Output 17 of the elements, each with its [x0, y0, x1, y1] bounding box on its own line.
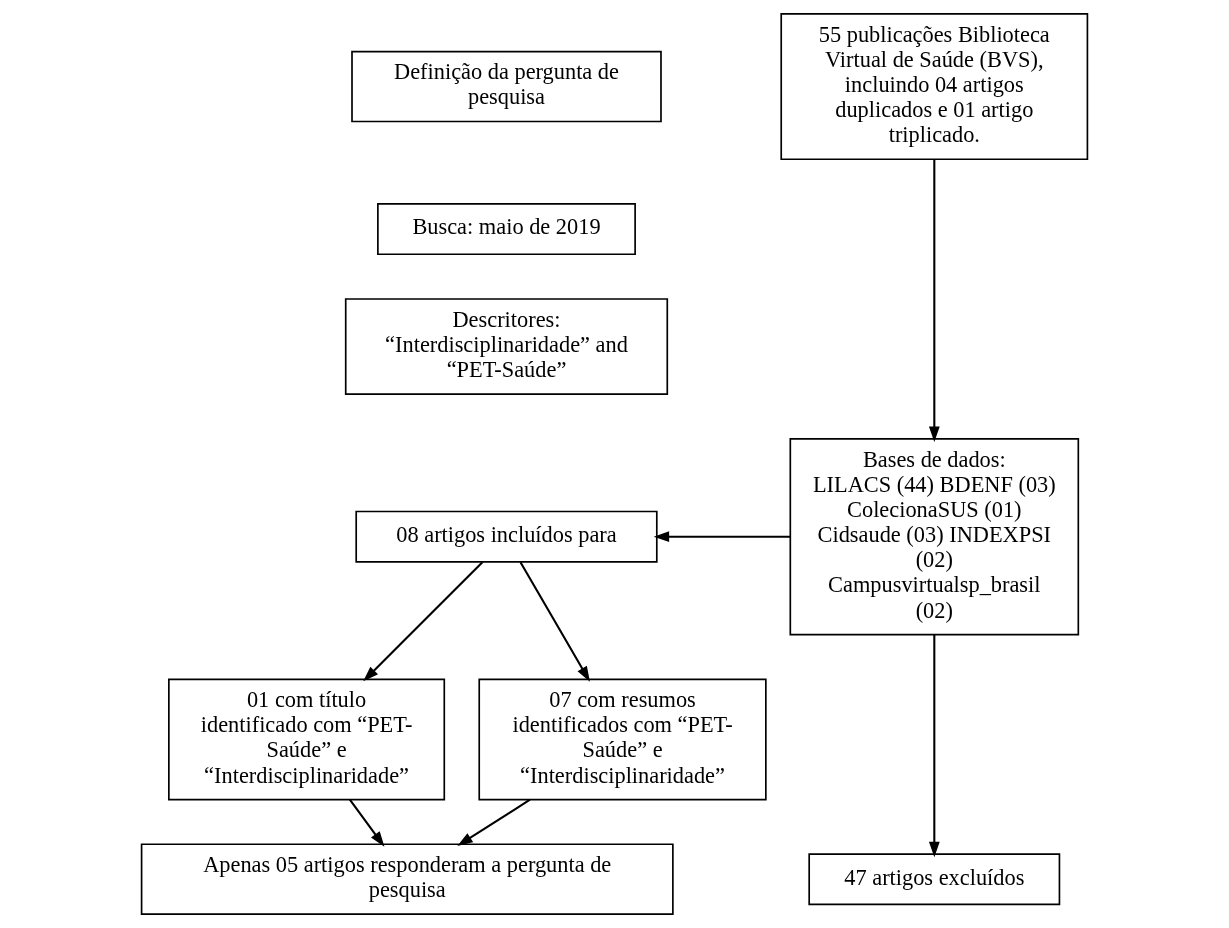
- arrow: [363, 561, 484, 682]
- node-box: 47 artigos excluídos: [808, 853, 1061, 906]
- arrow: [928, 635, 940, 858]
- arrow: [928, 159, 940, 442]
- node-box: Busca: maio de 2019: [377, 203, 636, 256]
- node-box: 01 com título identificado com “PET-Saúde” e “Interdisciplinaridade”: [168, 678, 446, 801]
- node-box: 08 artigos incluídos para: [355, 510, 658, 563]
- arrow: [349, 799, 385, 847]
- node-box: Bases de dados: LILACS (44) BDENF (03) ColecionaSUS (01) Cidsaude (03) INDEXPSI (02) Campusvirtualsp_brasil (02): [789, 438, 1080, 636]
- arrow: [457, 798, 531, 846]
- node-box: 07 com resumos identificados com “PET-Saúde” e “Interdisciplinaridade”: [478, 678, 767, 801]
- arrow: [653, 531, 791, 543]
- node-box: Apenas 05 artigos responderam a pergunta de pesquisa: [140, 843, 674, 916]
- node-box: Descritores: “Interdisciplinaridade” and “PET-Saúde”: [344, 298, 669, 395]
- arrow: [519, 561, 590, 682]
- node-box: 55 publicações Biblioteca Virtual de Saúde (BVS), incluindo 04 artigos duplicados e 01 artigo triplicado.: [780, 12, 1089, 161]
- node-box: Definição da pergunta de pesquisa: [351, 50, 662, 123]
